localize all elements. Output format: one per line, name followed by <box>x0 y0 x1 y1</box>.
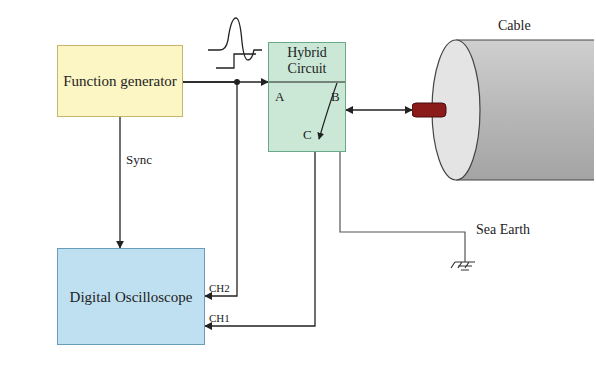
edge-label: Sync <box>126 153 152 167</box>
port-label: B <box>331 89 340 104</box>
port-label: C <box>303 127 312 142</box>
generator-box: Function generator <box>57 45 183 117</box>
hybrid-circuit-box: Hybrid CircuitA B C <box>268 42 346 152</box>
box-title: Digital Oscilloscope <box>70 288 193 306</box>
cable: Cable <box>412 12 594 190</box>
signal-connector <box>205 152 315 326</box>
conductor-core <box>412 103 446 117</box>
cable-cylinder <box>412 12 594 190</box>
through-path <box>269 81 345 82</box>
channel-label: CH1 <box>209 311 230 325</box>
channel-label: CH2 <box>209 281 230 295</box>
box-title: Function generator <box>63 72 177 90</box>
oscilloscope-box: Digital Oscilloscope <box>57 248 205 345</box>
step-waveform <box>216 54 256 68</box>
earth-label: Sea Earth <box>476 222 530 238</box>
signal-connector <box>346 109 412 110</box>
cable-title: Cable <box>498 18 531 34</box>
box-title: Hybrid Circuit <box>269 45 345 77</box>
ground-symbol <box>451 262 475 270</box>
port-label: A <box>275 89 284 104</box>
signal-connector <box>119 117 120 248</box>
